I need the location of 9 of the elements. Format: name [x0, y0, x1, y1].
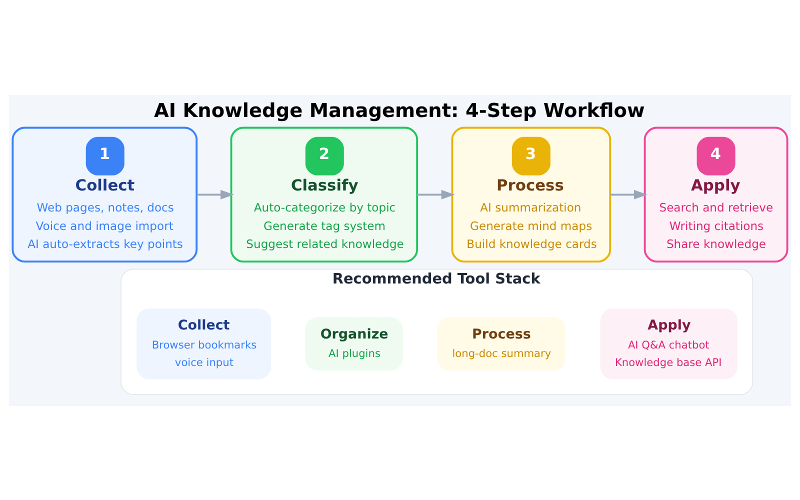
arrow [610, 189, 648, 199]
node-box: 2 Classify Auto-categorize by topic Generate tag system Suggest related knowledge [230, 126, 418, 262]
node-box: Process long-doc summary [437, 316, 566, 370]
node-box: 3 Process AI summarization Generate mind maps Build knowledge cards [451, 126, 612, 262]
node-box: 1 Collect Web pages, notes, docs Voice and image import AI auto-extracts key points [12, 126, 198, 262]
diagram-title: AI Knowledge Management: 4-Step Workflow [154, 98, 645, 122]
node-box: 4 Apply Search and retrieve Writing citations Share knowledge [644, 126, 788, 262]
arrow [196, 189, 234, 199]
arrow [417, 189, 455, 199]
